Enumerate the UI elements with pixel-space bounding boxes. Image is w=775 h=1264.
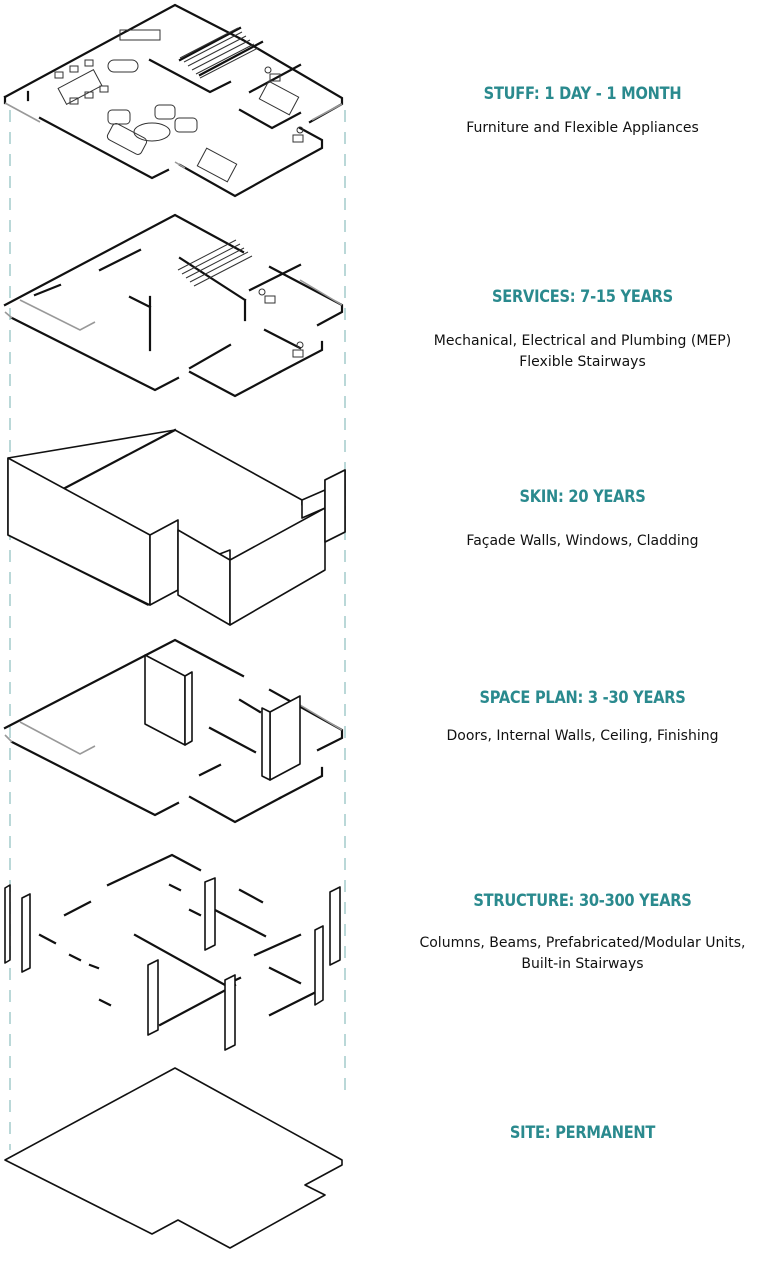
desc-line: Façade Walls, Windows, Cladding bbox=[466, 533, 699, 549]
layer-description: Doors, Internal Walls, Ceiling, Finishin… bbox=[390, 726, 775, 747]
structure-layer bbox=[4, 853, 341, 1051]
services-layer-plan bbox=[3, 213, 344, 398]
space-plan-label: SPACE PLAN: 3 -30 YEARS Doors, Internal … bbox=[390, 688, 775, 747]
desc-line: Mechanical, Electrical and Plumbing (MEP… bbox=[433, 333, 732, 349]
desc-line: Built-in Stairways bbox=[521, 956, 644, 972]
layer-title: SITE: PERMANENT bbox=[509, 1123, 656, 1143]
layer-description: Façade Walls, Windows, Cladding bbox=[390, 531, 775, 552]
desc-line: Furniture and Flexible Appliances bbox=[466, 120, 699, 136]
layer-title: SKIN: 20 YEARS bbox=[519, 487, 646, 507]
layer-title: STRUCTURE: 30-300 YEARS bbox=[473, 891, 692, 911]
desc-line: Doors, Internal Walls, Ceiling, Finishin… bbox=[446, 728, 719, 744]
services-label: SERVICES: 7-15 YEARS Mechanical, Electri… bbox=[390, 287, 775, 373]
structure-label: STRUCTURE: 30-300 YEARS Columns, Beams, … bbox=[390, 891, 775, 975]
desc-line: Flexible Stairways bbox=[519, 354, 646, 370]
layer-title: SERVICES: 7-15 YEARS bbox=[492, 287, 673, 307]
layer-title: SPACE PLAN: 3 -30 YEARS bbox=[479, 688, 686, 708]
space-plan-layer bbox=[3, 638, 344, 824]
stuff-layer-plan bbox=[3, 3, 344, 198]
site-label: SITE: PERMANENT bbox=[390, 1123, 775, 1143]
skin-layer-massing bbox=[7, 428, 346, 626]
desc-line: Columns, Beams, Prefabricated/Modular Un… bbox=[419, 935, 746, 951]
layer-description: Furniture and Flexible Appliances bbox=[390, 118, 775, 139]
layer-description: Columns, Beams, Prefabricated/Modular Un… bbox=[390, 933, 775, 975]
layer-title: STUFF: 1 DAY - 1 MONTH bbox=[483, 84, 682, 104]
layer-description: Mechanical, Electrical and Plumbing (MEP… bbox=[390, 331, 775, 373]
site-layer bbox=[4, 1067, 343, 1249]
skin-label: SKIN: 20 YEARS Façade Walls, Windows, Cl… bbox=[390, 487, 775, 552]
stuff-label: STUFF: 1 DAY - 1 MONTH Furniture and Fle… bbox=[390, 84, 775, 139]
